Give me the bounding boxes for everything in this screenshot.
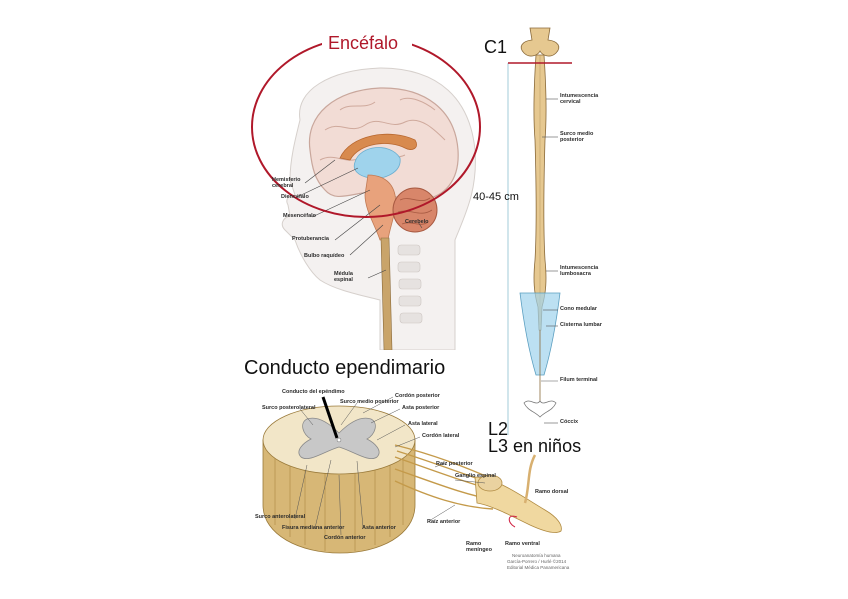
label-coccix: Cóccix [560, 419, 579, 425]
ependymal-canal [336, 437, 342, 443]
cross-section-illustration [262, 396, 562, 554]
label-ramo-dorsal: Ramo dorsal [535, 489, 569, 495]
label-diencefalo: Diencéfalo [281, 194, 309, 200]
brain-illustration [281, 67, 476, 350]
length-label: 40-45 cm [473, 191, 519, 203]
canal-pointer [321, 396, 339, 439]
section-pointer-lines [294, 396, 486, 536]
encefalo-outline [251, 34, 481, 218]
label-medula: Médula espinal [334, 271, 353, 283]
label-surco-medio-posterior-section: Surco medio posterior [340, 399, 399, 405]
cerebellum-folia [397, 197, 433, 225]
cord-cylinder-stripes [274, 455, 404, 551]
label-cordon-lateral: Cordón lateral [422, 433, 460, 439]
label-cerebelo: Cerebelo [405, 219, 429, 225]
dorsal-ramus [523, 454, 537, 504]
label-surco-posterolateral: Surco posterolateral [262, 405, 316, 411]
label-hemisferio: Hemisferio cerebral [272, 177, 301, 189]
label-surco-anterolateral: Surco anterolateral [255, 514, 306, 520]
label-intumescencia-cervical: Intumescencia cervical [560, 93, 599, 105]
diencephalon [353, 147, 401, 179]
spinal-cord-illustration [507, 27, 572, 435]
label-mesencefalo: Mesencéfalo [283, 213, 317, 219]
label-cisterna-lumbar: Cisterna lumbar [560, 322, 602, 328]
meningeal-branch [508, 515, 518, 528]
cord-pointer-lines [541, 98, 558, 424]
l3-label: L3 en niños [488, 436, 582, 456]
label-asta-lateral: Asta lateral [408, 421, 438, 427]
label-raiz-posterior: Raíz posterior [436, 461, 473, 467]
label-asta-anterior: Asta anterior [362, 525, 396, 531]
credit-line-3: Editorial Médica Panamericana [507, 565, 570, 570]
cervical-vertebrae [397, 244, 423, 324]
label-cordon-anterior: Cordón anterior [324, 535, 366, 541]
label-raiz-anterior: Raíz anterior [427, 519, 461, 525]
label-surco-medio-posterior: Surco medio posterior [560, 131, 594, 143]
label-fisura-mediana: Fisura mediana anterior [282, 525, 345, 531]
label-ramo-ventral: Ramo ventral [505, 541, 540, 547]
label-bulbo: Bulbo raquídeo [304, 253, 345, 259]
coccyx [523, 400, 557, 418]
label-ganglio-espinal: Ganglio espinal [455, 473, 496, 479]
spinal-ganglion [477, 474, 503, 492]
label-intumescencia-lumbosacra: Intumescencia lumbosacra [560, 265, 599, 277]
spinal-nerve [474, 476, 562, 533]
credit-line-1: Neuroanatomía humana [512, 553, 561, 558]
label-ramo-meningeo: Ramo meníngeo [466, 541, 492, 553]
encefalo-title: Encéfalo [328, 33, 399, 53]
cerebral-hemisphere [308, 87, 459, 201]
section-title: Conducto ependimario [244, 357, 446, 379]
c1-label: C1 [484, 37, 508, 57]
neck-spinal-cord [380, 237, 393, 350]
label-asta-posterior: Asta posterior [402, 405, 440, 411]
label-cordon-posterior: Cordón posterior [395, 393, 440, 399]
corpus-callosum [339, 133, 417, 161]
label-protuberancia: Protuberancia [292, 236, 329, 242]
cord-brainstem-top [520, 27, 560, 57]
brain-pointer-lines [294, 159, 423, 279]
label-conducto-ependimo: Conducto del epéndimo [282, 389, 345, 395]
credit-line-2: García-Porrero / Hurlé ©2014 [507, 559, 567, 564]
label-filum-terminal: Filum terminal [560, 377, 598, 383]
l2-label: L2 [488, 419, 509, 439]
label-cono-medular: Cono medular [560, 306, 597, 312]
